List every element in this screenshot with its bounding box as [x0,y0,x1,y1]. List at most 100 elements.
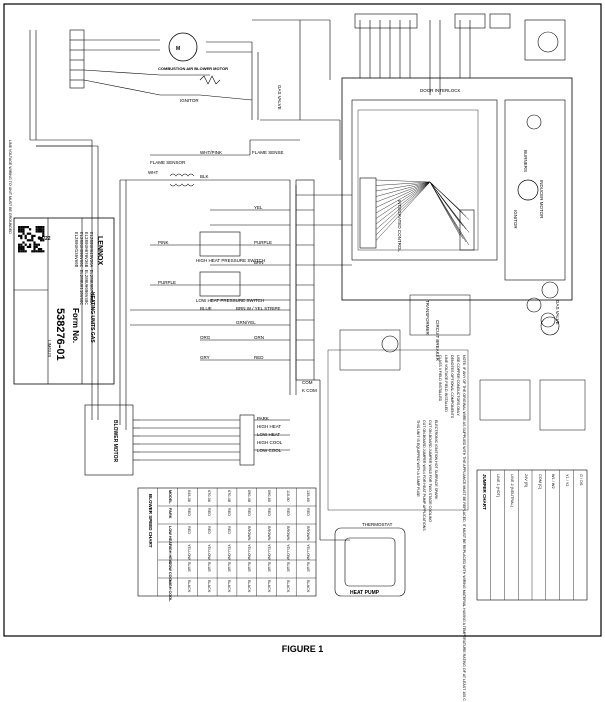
jumper-chart-row: LINE 2 (NEUTRAL) [510,474,515,507]
speed-table-header: PARK [167,508,172,519]
inducer-motor-symbol [517,179,539,201]
speed-table-cell: BLUE [226,562,231,572]
speed-table-cell: 110-60 [286,490,291,502]
label-panel-gas-valve: GAS VALVE [555,300,560,325]
term-com: COM [302,380,313,385]
model-line-3: EL280UH090V60C EL280UH110V60C [78,232,82,305]
note-line: DENOTES OPTIONAL COMPONENTS [450,355,454,419]
speed-table-header: HIGH COOL [167,580,172,602]
jumper-chart-row: LINE 1 (HOT) [496,474,501,498]
wire-pink: PINK [158,240,169,245]
wire-wht-pink: WHT/PINK [200,150,222,155]
label-thermostat: THERMOSTAT [362,522,393,527]
speed-table-cell: RED [266,508,271,517]
wire-blue: BLUE [200,306,212,311]
speed-table-cell: YELLOW [207,544,212,560]
note-line: CLASS II FIELD INSTALLED [438,355,442,402]
speed-table-cell: RED [207,508,212,517]
svg-text:M: M [176,46,180,52]
speed-table-cell: BLUE [246,562,251,572]
label-flame-sense: FLAME SENSE [252,150,284,155]
wire-purple-2: PURPLE [158,280,177,285]
speed-table-cell: RED [187,508,192,517]
legend-note-line: CUT ON-BOARD JUMPER W914 FOR HEAT PUMP A… [422,420,426,531]
speed-table-cell: BROWN [306,526,311,541]
label-high-heat-switch: HIGH HEAT PRESSURE SWITCH [196,258,266,263]
speed-table-cell: YELLOW [266,544,271,560]
label-door-interlock: DOOR INTERLOCK [420,88,461,93]
outer-frame [3,3,602,637]
speed-table-cell: BLACK [306,580,311,593]
model-line-1: EL280UH045V36A EL280UH070V48A [88,232,92,305]
speed-table-cell: BROWN [266,526,271,541]
speed-table-cell: 070-48 [226,490,231,502]
transformer-symbol [169,173,195,187]
label-panel-ignitor: IGNITOR [513,210,518,229]
speed-table-cell: RED [187,526,192,535]
jumper-chart-row: Y1 / Y2 [565,474,570,487]
combustion-blower-motor-symbol [168,32,198,62]
note-line: LINE VOLTAGE FIELD INSTALLED [444,355,448,412]
speed-table-cell: BLUE [207,562,212,572]
label-low-heat-switch: LOW HEAT PRESSURE SWITCH [196,298,265,303]
title-brand: LENNOX [96,236,103,266]
speed-table-grid [157,488,316,596]
label-combustion-blower: COMBUSTION AIR BLOWER MOTOR [158,66,228,71]
sheet-code: LIMGUS [47,340,52,358]
side-note: LINE VOLTAGE WIRING TO UNIT MUST BE GROU… [8,140,12,234]
label-burners: BURNERS [523,150,528,173]
speed-table-cell: RED [207,526,212,535]
term-park: PARK [257,416,269,421]
speed-table-cell: 090-60 [266,490,271,502]
form-label: Form No. [71,308,80,344]
wire-grn: GRN [254,335,264,340]
notes-frame [327,349,469,511]
speed-table-cell: BLACK [207,580,212,593]
label-transformer: TRANSFORMER [425,300,430,335]
component-panel-frame [341,77,573,301]
legend-note-line: ELECTRONIC IGNITION HOT SURFACE SPARK [434,420,438,500]
label-flame-sensor: FLAME SENSOR [150,160,186,165]
term-high-heat: HIGH HEAT [257,424,282,429]
qr-code-graphic [18,226,45,253]
wiring-diagram: M FIGURE 1 04/22 LENNOX HEATING UNITS GA… [3,3,602,702]
speed-table-cell: BLUE [187,562,192,572]
speed-table-cell: RED [286,508,291,517]
speed-table-cell: BLUE [286,562,291,572]
ignitor-symbol [199,75,221,85]
legend-note-line: CUT ON-BOARD JUMPER W915 FOR TWO STAGE C… [428,420,432,523]
speed-table-cell: RED [226,526,231,535]
speed-table-cell: 135-60 [306,490,311,502]
speed-table-cell: 045-36 [187,490,192,502]
jumper-chart-row: G / DS [578,474,583,486]
note-line: USE COPPER CONDUCTORS ONLY. [456,355,460,417]
speed-table-cell: BLACK [266,580,271,593]
speed-table-cell: YELLOW [306,544,311,560]
wire-brn: BRN [254,260,264,265]
form-number: 538276-01 [54,308,66,361]
speed-table-header: MODEL [167,490,172,504]
model-line-4: EL280UH135V60D [73,232,77,268]
wire-org: ORG [200,335,211,340]
label-heat-pump: HEAT PUMP [350,590,380,596]
figure-caption: FIGURE 1 [281,644,324,654]
wiring-diagram-svg: M [3,3,602,637]
speed-table-cell: YELLOW [246,544,251,560]
label-integrated-control: INTEGRATED CONTROL [397,200,402,252]
wire-wht: WHT [148,170,159,175]
wire-gry: GRY [200,355,210,360]
speed-table-cell: RED [246,508,251,517]
speed-table-cell: BLACK [286,580,291,593]
term-k-com: K COM [302,388,317,393]
speed-table-cell: YELLOW [286,544,291,560]
speed-table-cell: 070-36 [207,490,212,502]
jumper-chart-row: COM (C) [537,474,542,490]
note-line: NOTE: IF ANY OF THE ORIGINAL WIRE AS SUP… [462,355,466,702]
jumper-chart-grid [490,470,574,600]
speed-table-cell: RED [306,508,311,517]
speed-table-cell: RED [226,508,231,517]
wire-yel: YEL [254,205,263,210]
speed-table-cell: 090-48 [246,490,251,502]
speed-table-cell: BLACK [226,580,231,593]
wire-brn-yel: BRN W / YEL STRIPE [236,306,281,311]
